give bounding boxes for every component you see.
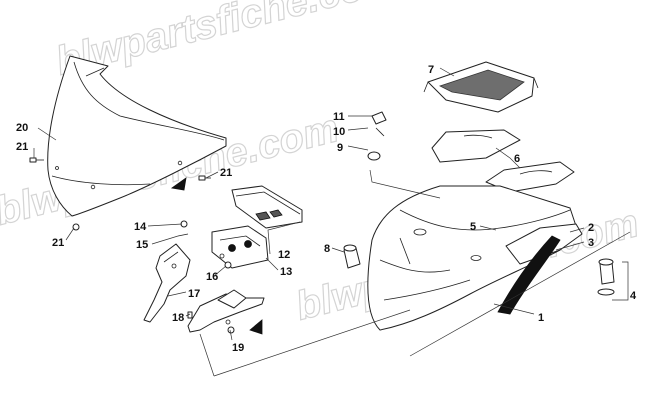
callout-17: 17 (188, 288, 200, 300)
mount-bracket-left-17 (143, 243, 191, 323)
callout-3: 3 (588, 237, 594, 249)
right-cap-4 (597, 258, 615, 296)
windshield (47, 55, 227, 217)
callout-4: 4 (630, 290, 637, 302)
callout-labels: 1 2 3 4 5 6 7 8 9 10 11 12 13 14 15 16 1… (16, 64, 637, 354)
callout-21-bottom: 21 (52, 237, 64, 249)
callout-21-right: 21 (220, 167, 232, 179)
callout-9: 9 (337, 142, 343, 154)
callout-1: 1 (538, 312, 544, 324)
gauge-housing-12 (231, 185, 303, 229)
storage-net-7 (423, 61, 539, 113)
callout-8: 8 (324, 243, 330, 255)
callout-12: 12 (278, 249, 290, 261)
callout-11: 11 (333, 111, 345, 123)
callout-14: 14 (134, 221, 147, 233)
callout-13: 13 (280, 266, 292, 278)
callout-19: 19 (232, 342, 244, 354)
knob-8 (343, 244, 361, 269)
callout-16: 16 (206, 271, 218, 283)
watermark-top: blwpartsfiche.com (52, 0, 403, 84)
callout-10: 10 (333, 126, 345, 138)
mount-bracket-lower-19 (187, 289, 265, 335)
callout-15: 15 (136, 239, 148, 251)
side-panel-2-3 (497, 223, 583, 315)
callout-21-left: 21 (16, 141, 28, 153)
callout-5: 5 (470, 221, 476, 233)
small-fasteners (177, 220, 235, 334)
callout-20: 20 (16, 122, 28, 134)
screw-21 (29, 157, 211, 231)
leader-lines (33, 67, 631, 377)
callout-7: 7 (428, 64, 434, 76)
switch-9-10-11 (367, 111, 387, 161)
gauge-bracket-13 (211, 225, 269, 269)
callout-6: 6 (514, 153, 520, 165)
callout-2: 2 (588, 222, 594, 234)
callout-18: 18 (172, 312, 184, 324)
trim-panel-6 (431, 129, 575, 193)
hood-1 (367, 185, 579, 331)
